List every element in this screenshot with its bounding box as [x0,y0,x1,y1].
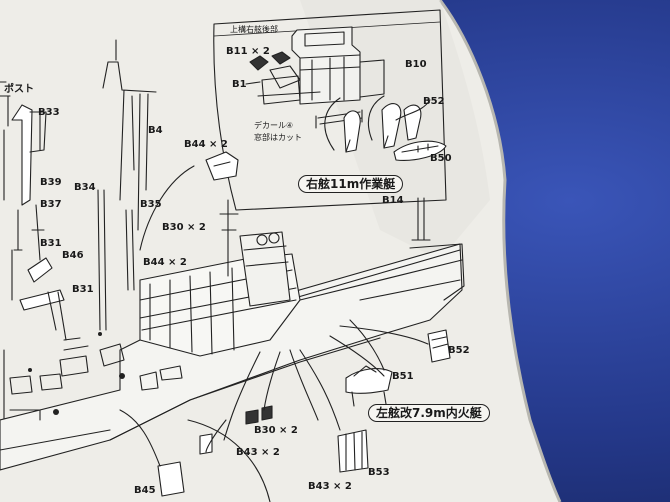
label-b34: B34 [74,182,96,193]
label-b31-a: B31 [40,238,62,249]
b53-part [337,429,369,473]
label-b14: B14 [382,195,404,206]
label-b37: B37 [40,199,62,210]
label-b11-x2: B11 × 2 [226,46,270,57]
ship-funnel [239,231,291,307]
inset-box [213,9,447,211]
inset-note-decal: デカール④ [254,121,294,130]
callout-left-boat-caption: 左舷改7.9m内火艇 [368,404,490,422]
label-b43-x2-a: B43 × 2 [236,447,280,458]
label-b10: B10 [405,59,427,70]
label-b44-x2-top: B44 × 2 [184,139,228,150]
paper-shadow [438,0,562,502]
label-b30-x2-top: B30 × 2 [162,222,206,233]
label-b33: B33 [38,107,60,118]
label-b1: B1 [232,79,247,90]
label-b30-x2-bottom: B30 × 2 [254,425,298,436]
davit-parts [269,65,301,89]
label-b52-top: B52 [423,96,445,107]
label-b50: B50 [430,153,452,164]
b44-callout-part [205,151,239,181]
b31-part [27,257,53,283]
label-b44-x2-mid: B44 × 2 [143,257,187,268]
label-b46: B46 [62,250,84,261]
label-b4: B4 [148,125,163,136]
boat-davit-arms [343,110,361,153]
label-b35: B35 [140,199,162,210]
left-mast-frame [11,104,33,206]
label-b51: B51 [392,371,414,382]
label-b45: B45 [134,485,156,496]
superstructure-block [291,26,361,105]
inset-header: 上構右舷後部 [230,25,278,34]
work-boat-b50 [393,140,447,161]
b45-part [157,461,185,497]
label-b52-right: B52 [448,345,470,356]
b51-part [345,368,393,394]
label-b39: B39 [40,177,62,188]
label-b43-x2-b: B43 × 2 [308,481,352,492]
inset-caption: 右舷11m作業艇 [298,175,404,193]
label-b31-b: B31 [72,284,94,295]
inset-note-cut: 窓部はカット [254,133,302,142]
label-b53: B53 [368,467,390,478]
label-post: ポスト [4,84,34,95]
mast-pole-b4 [102,61,157,231]
